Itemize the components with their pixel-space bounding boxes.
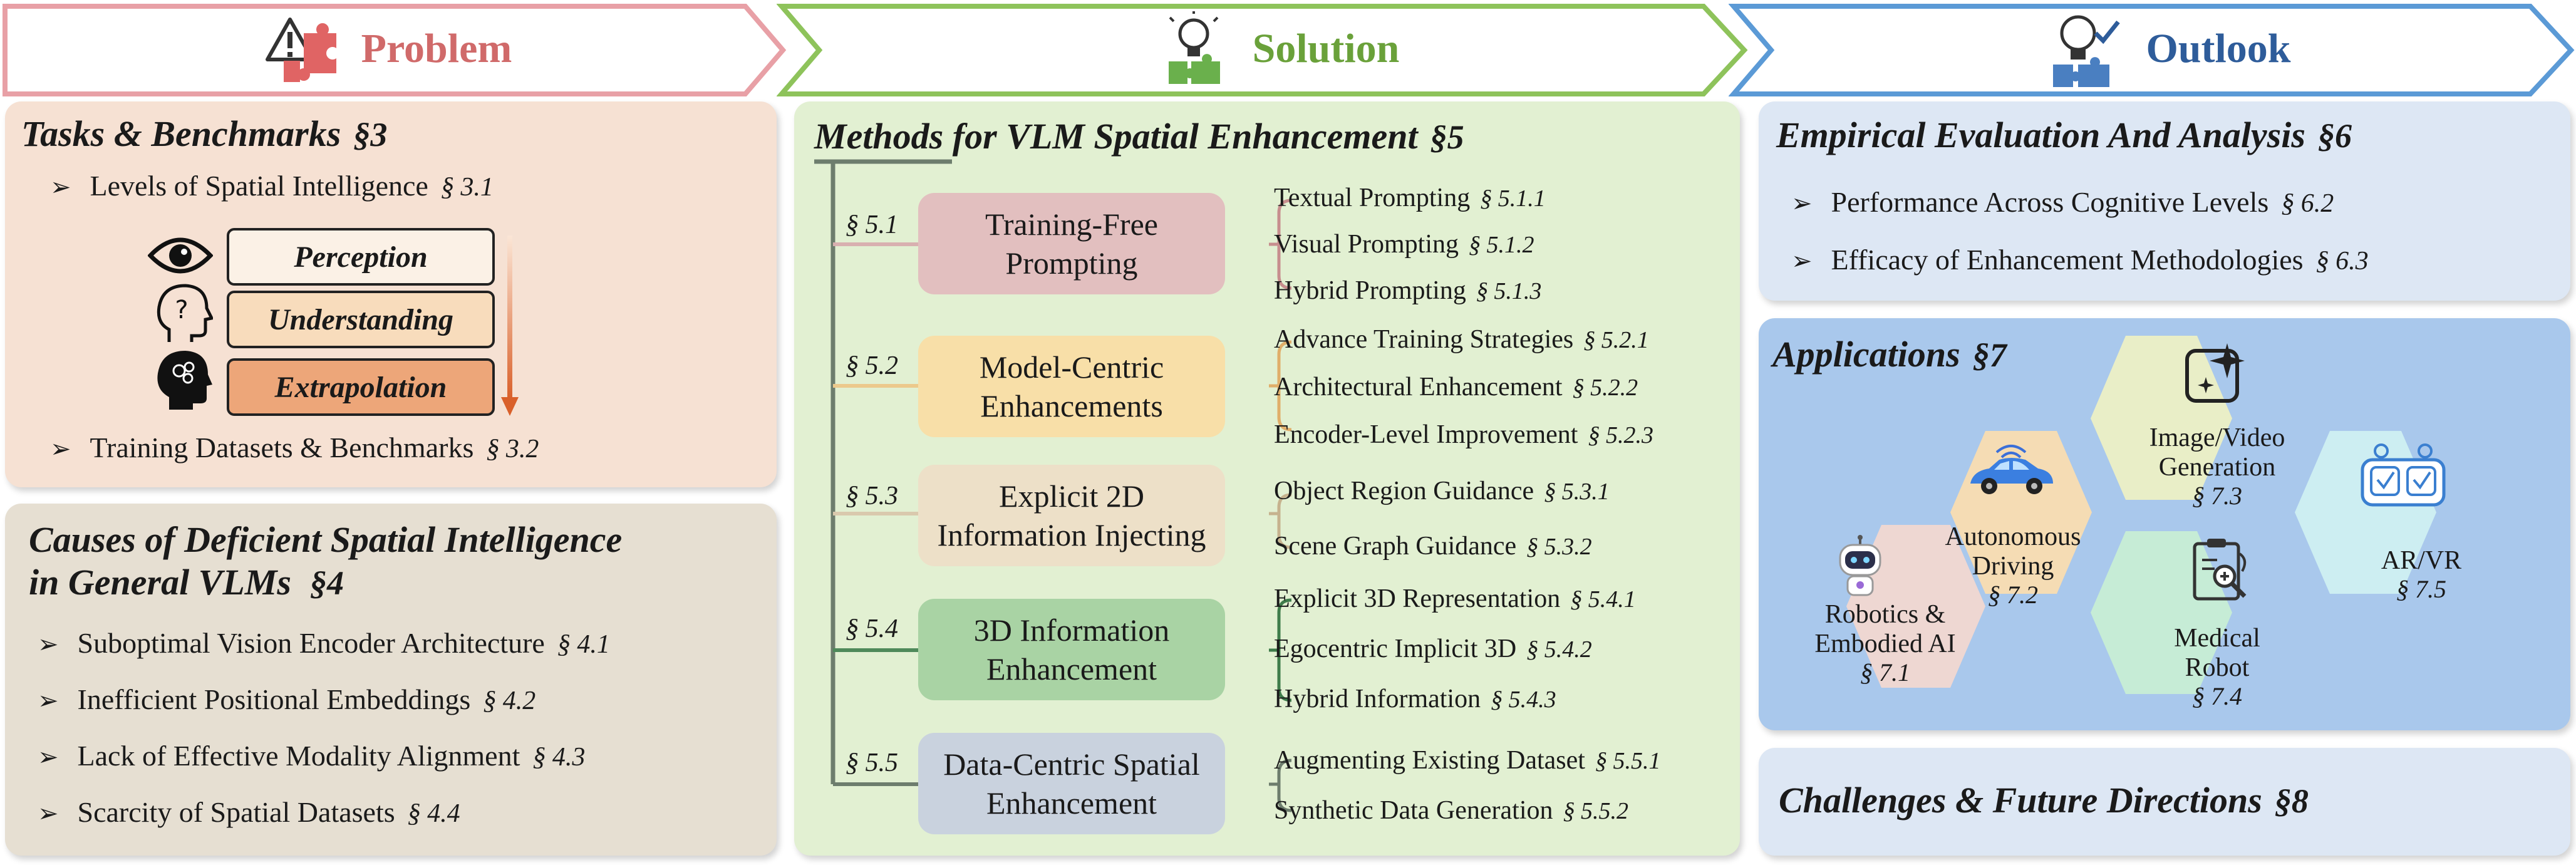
- causes-title-line2: in General VLMs§4: [29, 562, 344, 603]
- vr-headset-icon: [2361, 443, 2446, 507]
- sub-method-item: Hybrid Information§ 5.4.3: [1274, 685, 1556, 713]
- robot-icon: [1839, 535, 1881, 596]
- evaluation-item: ➢Efficacy of Enhancement Methodologies§ …: [1791, 244, 2369, 276]
- problem-header-title: Problem: [361, 25, 512, 71]
- tasks-benchmarks-title: Tasks & Benchmarks§3: [21, 113, 388, 154]
- sub-method-item: Advance Training Strategies§ 5.2.1: [1274, 325, 1649, 354]
- challenges-panel: [1759, 748, 2570, 856]
- app-robotics-label: Robotics &Embodied AI§ 7.1: [1814, 600, 1956, 687]
- cause-item: ➢Lack of Effective Modality Alignment§ 4…: [38, 740, 586, 772]
- sub-method-item: Egocentric Implicit 3D§ 5.4.2: [1274, 635, 1592, 663]
- lightbulb-check-icon: [2053, 15, 2121, 87]
- bullet-arrow-icon: ➢: [1791, 247, 1813, 275]
- challenges-title: Challenges & Future Directions§8: [1779, 780, 2309, 821]
- method-section-label: § 5.4: [846, 614, 898, 643]
- sub-method-item: Visual Prompting§ 5.1.2: [1274, 230, 1534, 259]
- causes-title-line1: Causes of Deficient Spatial Intelligence: [29, 519, 623, 560]
- cause-item: ➢Scarcity of Spatial Datasets§ 4.4: [38, 796, 460, 828]
- evaluation-panel: [1759, 101, 2570, 301]
- cause-item: ➢Suboptimal Vision Encoder Architecture§…: [38, 627, 610, 659]
- level-extrapolation: Extrapolation: [227, 358, 495, 416]
- method-section-label: § 5.2: [846, 351, 898, 380]
- sub-method-item: Synthetic Data Generation§ 5.5.2: [1274, 796, 1629, 825]
- sub-method-item: Scene Graph Guidance§ 5.3.2: [1274, 532, 1592, 561]
- bullet-arrow-icon: ➢: [38, 686, 59, 715]
- bullet-arrow-icon: ➢: [50, 435, 71, 463]
- outlook-header-arrow: [1729, 3, 2575, 96]
- problem-header: Problem: [0, 0, 777, 97]
- sparkle-image-icon: [2185, 343, 2245, 403]
- bullet-arrow-icon: ➢: [50, 173, 71, 201]
- levels-of-spatial-intelligence-item: ➢Levels of Spatial Intelligence§ 3.1: [50, 170, 494, 202]
- methods-title: Methods for VLM Spatial Enhancement§5: [814, 116, 1464, 157]
- bullet-arrow-icon: ➢: [38, 743, 59, 771]
- hex-robotics: [1846, 525, 1985, 688]
- outlook-header: Outlook: [1766, 0, 2568, 97]
- sub-method-item: Encoder-Level Improvement§ 5.2.3: [1274, 420, 1653, 449]
- evaluation-title: Empirical Evaluation And Analysis§6: [1776, 115, 2352, 155]
- svg-text:?: ?: [175, 296, 188, 324]
- bullet-arrow-icon: ➢: [38, 799, 59, 827]
- hex-image-video: [2091, 336, 2232, 500]
- solution-header-title: Solution: [1252, 25, 1400, 71]
- outlook-header-title: Outlook: [2146, 25, 2291, 71]
- question-head-icon: ?: [157, 284, 213, 342]
- medical-clipboard-icon: [2193, 539, 2247, 601]
- gradient-down-arrow: [501, 236, 519, 416]
- training-datasets-benchmarks-item: ➢Training Datasets & Benchmarks§ 3.2: [50, 432, 539, 464]
- app-arvr-label: AR/VR§ 7.5: [2381, 546, 2462, 604]
- problem-header-arrow: [3, 3, 787, 96]
- sub-method-item: Object Region Guidance§ 5.3.1: [1274, 477, 1610, 505]
- hex-medical: [2091, 531, 2232, 694]
- method-section-label: § 5.1: [846, 210, 898, 239]
- bullet-arrow-icon: ➢: [1791, 189, 1813, 217]
- cause-item: ➢Inefficient Positional Embeddings§ 4.2: [38, 683, 536, 715]
- solution-header: Solution: [814, 0, 1741, 97]
- sub-method-item: Textual Prompting§ 5.1.1: [1274, 184, 1546, 212]
- level-understanding: Understanding: [227, 291, 495, 348]
- sub-method-item: Hybrid Prompting§ 5.1.3: [1274, 276, 1542, 305]
- eye-icon: [148, 237, 213, 274]
- causes-panel: [5, 504, 777, 856]
- brain-head-icon: [157, 351, 212, 410]
- sub-method-item: Architectural Enhancement§ 5.2.2: [1274, 373, 1638, 401]
- bullet-arrow-icon: ➢: [38, 630, 59, 658]
- evaluation-item: ➢Performance Across Cognitive Levels§ 6.…: [1791, 186, 2334, 218]
- method-section-label: § 5.5: [846, 748, 898, 777]
- level-perception: Perception: [227, 228, 495, 286]
- sub-method-item: Augmenting Existing Dataset§ 5.5.1: [1274, 746, 1661, 775]
- method-section-label: § 5.3: [846, 482, 898, 510]
- warning-puzzle-icon: [265, 17, 336, 82]
- car-icon: [1970, 445, 2053, 494]
- solution-header-arrow: [777, 3, 1748, 96]
- sub-method-item: Explicit 3D Representation§ 5.4.1: [1274, 584, 1636, 613]
- methods-tree-lines: [814, 159, 1292, 812]
- applications-title: Applications§7: [1772, 334, 2007, 375]
- lightbulb-puzzle-icon: [1168, 11, 1220, 84]
